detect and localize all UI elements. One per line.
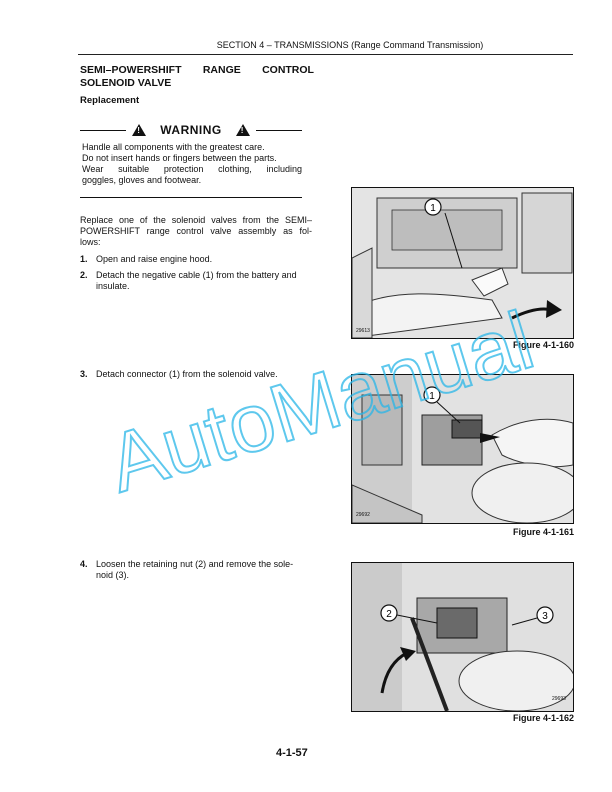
title-word-3: CONTROL [262,64,314,76]
figure-ref: 29692 [356,512,370,518]
subtitle: Replacement [80,95,140,106]
step-text: Detach connector (1) from the solenoid v… [96,369,278,379]
figure-caption: Figure 4-1-161 [512,527,574,537]
intro-paragraph: Replace one of the solenoid valves from … [80,215,312,248]
intro-line-1: Replace one of the solenoid valves from … [80,215,312,225]
warning-line-right [255,129,302,131]
figure-solenoid-removal: 2 3 29693 [351,562,574,712]
warning-line-4: goggles, gloves and footwear. [82,175,202,185]
warning-icon: ! [235,124,250,136]
warning-body: Handle all components with the greatest … [82,142,302,186]
step-text: Detach the negative cable (1) from the b… [96,270,297,280]
warning-line-3: Wear suitable protection clothing, inclu… [82,164,302,174]
callout-1: 1 [430,203,436,214]
step-text-continued: noid (3). [96,570,130,580]
warning-banner: ! WARNING ! [80,122,302,138]
step-number: 3. [80,369,88,379]
intro-line-2: POWERSHIFT range control valve assembly … [80,226,312,236]
callout-2: 2 [386,609,392,620]
step-text: Loosen the retaining nut (2) and remove … [96,559,294,569]
step-number: 4. [80,559,88,569]
title-word-1: SEMI–POWERSHIFT [80,64,182,76]
step-2: 2. Detach the negative cable (1) from th… [80,270,316,294]
title-word-2: RANGE [202,64,241,76]
header-rule [78,54,573,55]
figure-battery-cable: 1 29613 [351,187,574,339]
figure-ref: 29613 [356,328,370,334]
step-text: Open and raise engine hood. [96,254,213,264]
step-number: 1. [80,254,88,264]
step-1: 1. Open and raise engine hood. [80,254,316,266]
warning-label: WARNING [160,123,222,137]
intro-line-3: lows: [80,237,101,247]
figure-caption: Figure 4-1-162 [512,713,574,723]
step-number: 2. [80,270,88,280]
callout-3: 3 [542,611,548,622]
section-header: SECTION 4 – TRANSMISSIONS (Range Command… [216,40,484,50]
warning-line-left [80,129,127,131]
figure-solenoid-connector: 1 29692 [351,374,574,524]
page-number: 4-1-57 [276,747,308,759]
figure-caption: Figure 4-1-160 [512,340,574,350]
title-line-2: SOLENOID VALVE [80,77,172,89]
step-3: 3. Detach connector (1) from the solenoi… [80,369,316,381]
warning-bottom-rule [80,197,302,198]
figure-ref: 29693 [552,696,566,702]
step-4: 4. Loosen the retaining nut (2) and remo… [80,559,316,583]
callout-1: 1 [429,391,435,402]
warning-icon: ! [132,124,147,136]
page-title: SEMI–POWERSHIFT RANGE CONTROL SOLENOID V… [80,64,314,90]
step-text-continued: insulate. [96,281,130,291]
warning-line-1: Handle all components with the greatest … [82,142,265,152]
warning-line-2: Do not insert hands or fingers between t… [82,153,277,163]
